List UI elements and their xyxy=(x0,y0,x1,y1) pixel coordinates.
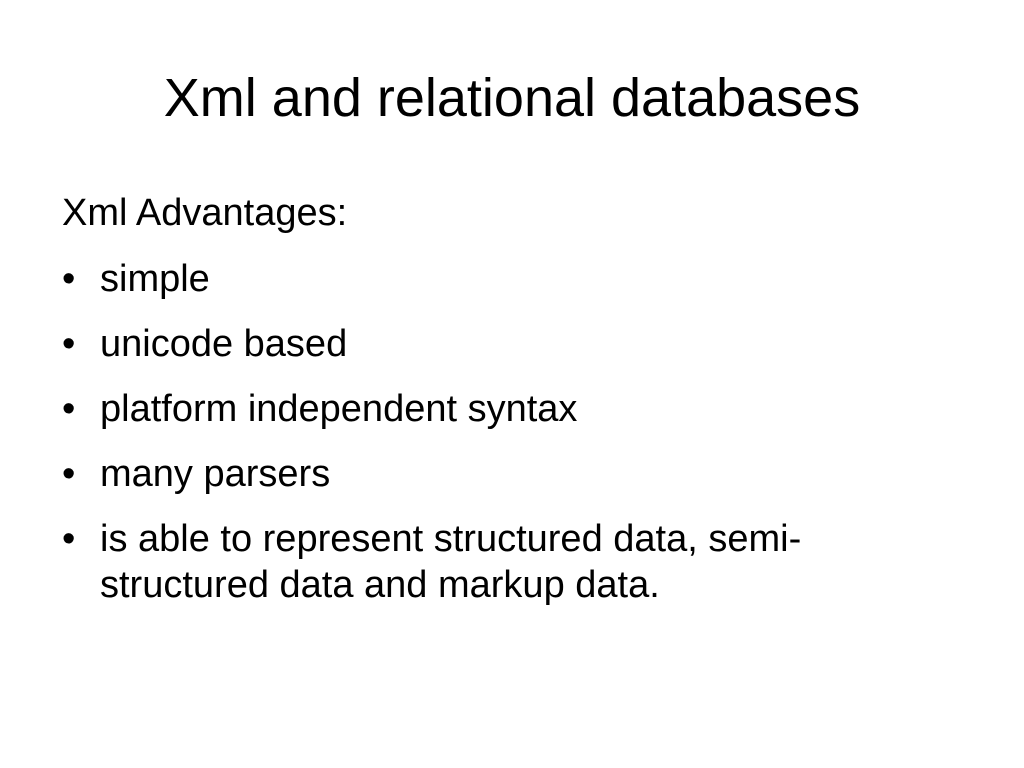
bullet-text: unicode based xyxy=(100,323,348,365)
bullet-item: • simple xyxy=(62,256,962,302)
slide-body: Xml Advantages: • simple • unicode based… xyxy=(62,190,962,627)
bullet-text: many parsers xyxy=(100,453,331,495)
bullet-icon: • xyxy=(62,453,76,495)
bullet-item: • is able to represent structured data, … xyxy=(62,516,962,608)
bullet-icon: • xyxy=(62,323,76,365)
bullet-icon: • xyxy=(62,518,76,560)
bullet-icon: • xyxy=(62,258,76,300)
bullet-text: platform independent syntax xyxy=(100,388,578,430)
bullet-text: is able to represent structured data, se… xyxy=(100,518,802,606)
bullet-item: • many parsers xyxy=(62,451,962,497)
bullet-item: • unicode based xyxy=(62,321,962,367)
bullet-list: • simple • unicode based • platform inde… xyxy=(62,256,962,608)
bullet-item: • platform independent syntax xyxy=(62,386,962,432)
intro-text: Xml Advantages: xyxy=(62,192,348,234)
bullet-text: simple xyxy=(100,258,210,300)
bullet-icon: • xyxy=(62,388,76,430)
slide-title: Xml and relational databases xyxy=(163,68,861,128)
